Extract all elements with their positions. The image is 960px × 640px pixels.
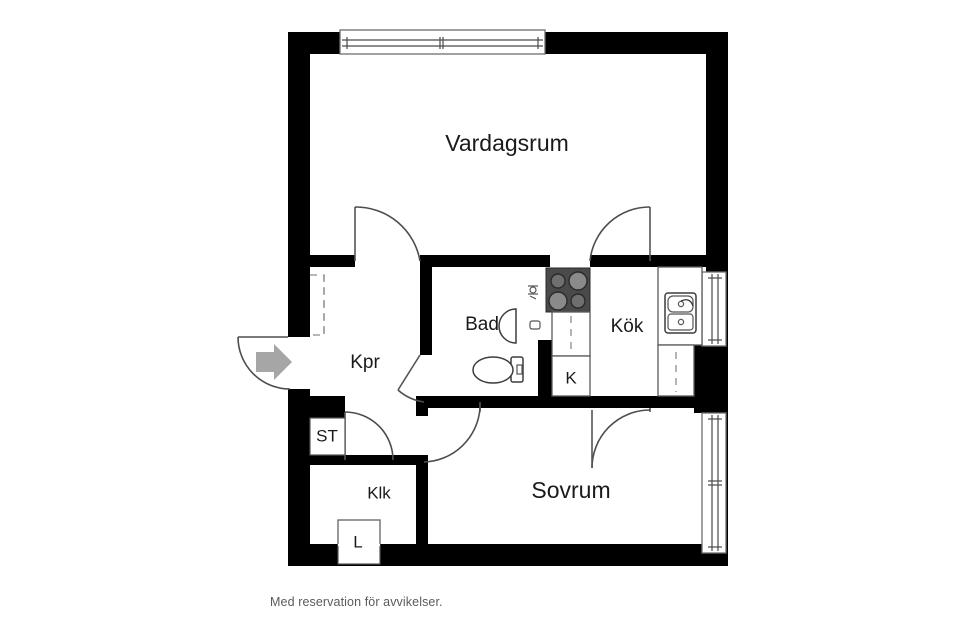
wall-bad-kitchenniche	[538, 340, 552, 408]
wall-bad-south	[420, 396, 552, 408]
room-label-klk: Klk	[367, 483, 391, 502]
room-label-vardagsrum: Vardagsrum	[445, 130, 569, 156]
window-kok-east	[701, 271, 727, 347]
room-label-st: ST	[316, 426, 338, 445]
wall-st-bottom	[310, 455, 345, 465]
door-bad-to-kpr[interactable]	[397, 354, 425, 403]
room-label-sovrum: Sovrum	[531, 477, 610, 503]
wall-vardagsrum-south-right	[590, 255, 650, 267]
floor-drain	[528, 285, 538, 300]
stove-cooktop	[545, 267, 591, 313]
door-kpr-to-vardagsrum[interactable]	[354, 206, 421, 262]
kitchen-counter	[657, 266, 703, 397]
room-label-bad: Bad	[465, 314, 499, 335]
door-kpr-to-hall[interactable]	[423, 402, 481, 463]
bathroom-fixtures	[472, 285, 541, 384]
refrigerator	[551, 355, 591, 397]
wall-kok-south	[650, 396, 706, 408]
wall-corridor-south	[310, 396, 345, 408]
wash-basin	[498, 308, 541, 344]
wall-vardagsrum-south-mid	[420, 255, 550, 267]
wall-vardagsrum-south-left	[310, 255, 355, 267]
kitchen-niche	[551, 311, 591, 397]
window-vardagsrum-north	[339, 29, 546, 55]
wall-vardagsrum-south-far-right	[650, 255, 706, 267]
toilet	[472, 356, 524, 384]
kitchen-sink	[664, 292, 697, 334]
interior-walls	[310, 255, 728, 544]
room-label-kpr: Kpr	[350, 352, 380, 373]
entry-door[interactable]	[237, 336, 310, 390]
wardrobe-dashed	[310, 274, 325, 336]
door-sovrum[interactable]	[591, 408, 651, 469]
building-shell	[288, 32, 728, 566]
wall-kpr-south	[416, 396, 428, 416]
wall-east-pier	[694, 345, 728, 413]
wall-niche-south	[552, 396, 650, 408]
wall-klk-east	[416, 455, 428, 544]
entry-direction-arrow	[256, 344, 292, 380]
room-label-l: L	[353, 532, 362, 551]
room-label-kok: Kök	[611, 316, 644, 337]
window-sovrum-east	[701, 412, 727, 554]
wall-kpr-bad	[420, 255, 432, 355]
wall-niche-kok	[590, 255, 602, 267]
room-label-k: K	[565, 368, 577, 387]
storage-st-box	[309, 417, 346, 456]
door-kok-to-vardagsrum[interactable]	[589, 206, 651, 262]
wall-st-top	[310, 408, 345, 418]
interior-floor	[310, 54, 706, 544]
disclaimer-footnote: Med reservation för avvikelser.	[270, 595, 443, 609]
wall-klk-north	[345, 455, 428, 465]
laundry-box	[337, 519, 381, 565]
